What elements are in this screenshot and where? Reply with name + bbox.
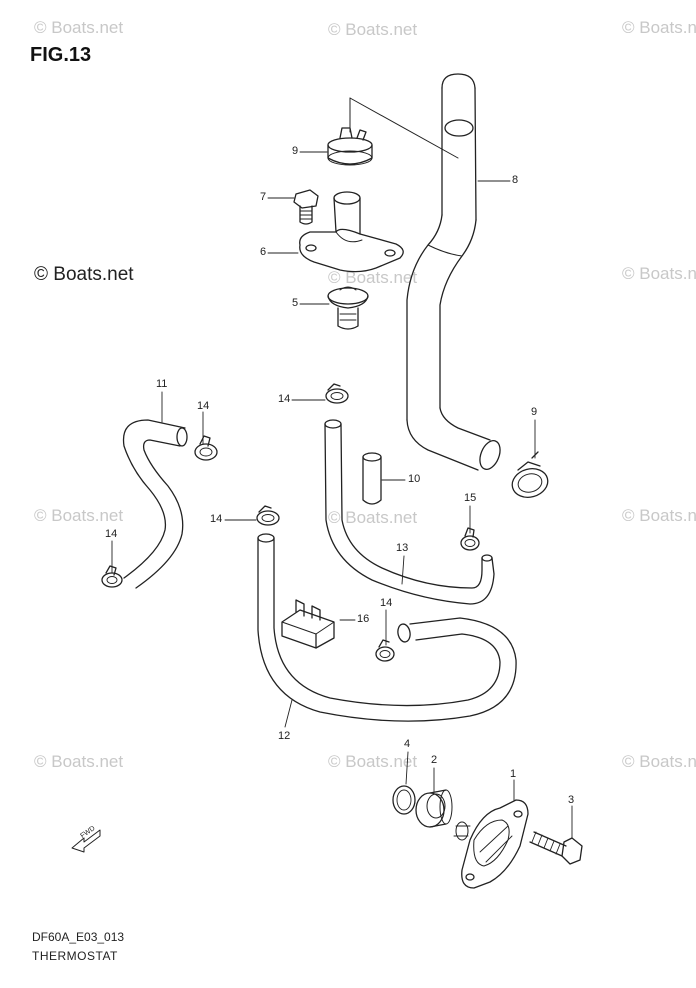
part-11-bent-hose (122, 419, 188, 589)
callout-8: 8 (512, 174, 519, 186)
watermark: © Boats.net (34, 752, 124, 771)
watermark: © Boats.net (34, 506, 124, 525)
callout-15: 15 (464, 492, 477, 504)
leader-lines (111, 151, 573, 839)
callout-14-e: 14 (380, 597, 393, 609)
part-12-hose (257, 533, 517, 722)
watermark: © Boats.net (328, 20, 418, 39)
callout-3: 3 (568, 794, 575, 806)
watermark: © Boats.net (34, 18, 124, 37)
part-9-clamp-upper (327, 127, 373, 166)
callout-4: 4 (404, 738, 411, 750)
callout-7: 7 (260, 191, 267, 203)
part-14-clamp-c (325, 383, 349, 404)
watermark: © Boats.net (328, 508, 418, 527)
callout-14-d: 14 (210, 513, 223, 525)
callout-5: 5 (292, 297, 299, 309)
watermark: © Boats.net (622, 264, 696, 283)
callout-10: 10 (408, 473, 421, 485)
figure-code: DF60A_E03_013 (32, 930, 125, 944)
part-7-bolt (293, 189, 319, 225)
watermark: © Boats.net (622, 506, 696, 525)
callout-14-a: 14 (197, 400, 210, 412)
part-8-hose (406, 73, 501, 471)
callout-9-lower: 9 (531, 406, 538, 418)
part-3-bolt (529, 831, 583, 865)
part-14-clamp-a (194, 435, 218, 461)
part-14-clamp-d (256, 505, 280, 526)
part-4-o-ring (392, 785, 416, 815)
callout-14-b: 14 (105, 528, 118, 540)
part-16-holder (281, 599, 335, 649)
part-9-clamp-lower (511, 451, 549, 498)
callout-13: 13 (396, 542, 409, 554)
watermark: © Boats.net (328, 752, 418, 771)
alignment-line (349, 97, 459, 159)
callout-11: 11 (156, 378, 168, 390)
part-15-clamp (460, 527, 480, 551)
callout-14-c: 14 (278, 393, 291, 405)
part-5-thermostat (327, 286, 369, 330)
fwd-arrow-icon (71, 829, 101, 853)
part-1-housing (453, 799, 529, 889)
callout-6: 6 (260, 246, 267, 258)
watermark-strong: © Boats.net (34, 264, 134, 285)
watermark: © Boats.net (622, 752, 696, 771)
figure-title: FIG.13 (30, 44, 92, 66)
callout-12: 12 (278, 730, 291, 742)
watermark: © Boats.net (622, 18, 696, 37)
figure-name: THERMOSTAT (32, 949, 118, 963)
callout-1: 1 (510, 768, 517, 780)
watermark: © Boats.net (328, 268, 418, 287)
part-6-thermostat-cover (299, 191, 404, 273)
callout-9-upper: 9 (292, 145, 299, 157)
callout-16: 16 (357, 613, 370, 625)
part-10-small-hose (362, 452, 382, 505)
part-14-clamp-e (375, 639, 395, 662)
callout-2: 2 (431, 754, 438, 766)
part-2-seal (415, 789, 453, 828)
part-13-hose (324, 419, 495, 605)
